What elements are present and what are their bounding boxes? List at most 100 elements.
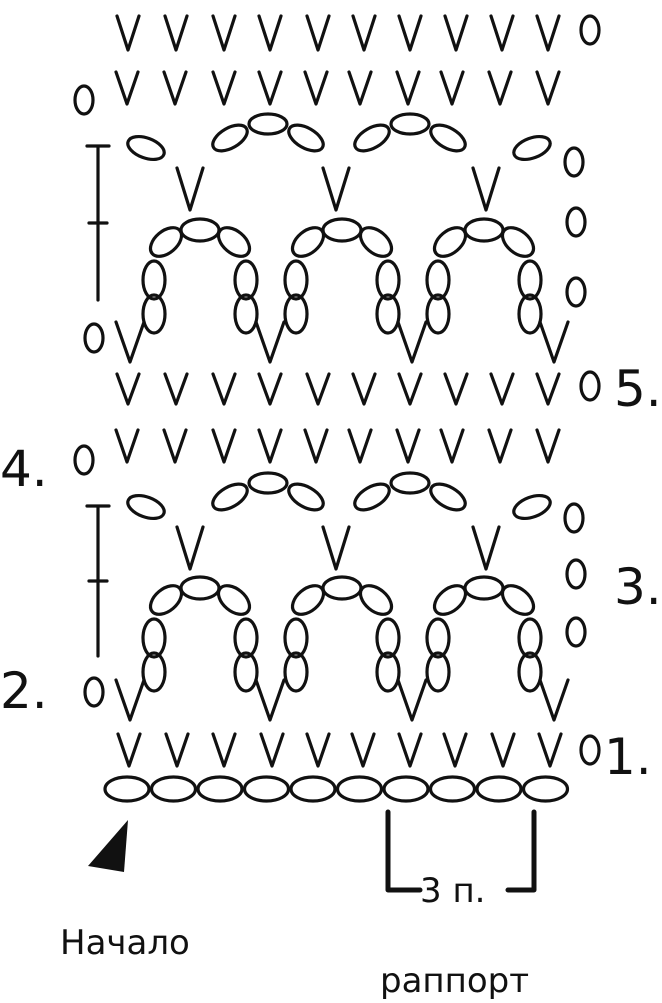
chain-stitch (335, 775, 384, 803)
turning-chain-stitch (579, 14, 601, 46)
single-crochet-stitch (347, 70, 373, 106)
chain-stitch (290, 226, 326, 258)
chain-stitch (425, 651, 451, 693)
row-label-4: 4. (0, 440, 48, 498)
chain-stitch (500, 226, 536, 258)
single-crochet-stitch (489, 372, 515, 406)
single-crochet-stitch (347, 428, 373, 464)
start-label: Начало (60, 923, 190, 963)
single-crochet-stitch (443, 372, 469, 406)
single-crochet-stitch (164, 732, 190, 768)
chain-stitch (429, 123, 467, 153)
turning-chain-stitch (579, 734, 601, 766)
single-crochet-stitch (489, 14, 515, 52)
chain-stitch (358, 226, 394, 258)
chain-stitch (517, 617, 543, 659)
chain-stitch (500, 584, 536, 616)
single-crochet-stitch (211, 428, 237, 464)
chain-stitch (247, 471, 289, 495)
single-crochet-stitch (114, 70, 140, 106)
turning-chain-stitch (73, 84, 95, 116)
start-arrow-icon (88, 820, 128, 872)
single-crochet-stitch (303, 70, 329, 106)
chain-stitch (179, 575, 221, 601)
single-crochet-stitch (443, 14, 469, 52)
chain-stitch (432, 584, 468, 616)
single-crochet-stitch (397, 14, 423, 52)
single-crochet-stitch (535, 70, 561, 106)
chain-stitch (242, 775, 291, 803)
row-label-3: 3. (614, 558, 662, 616)
single-crochet-stitch (439, 428, 465, 464)
chain-stitch (353, 123, 391, 153)
single-crochet-stitch (115, 372, 141, 406)
chain-stitch (216, 584, 252, 616)
single-crochet-stitch (321, 525, 351, 571)
single-crochet-stitch (163, 372, 189, 406)
chain-stitch (463, 217, 505, 243)
chain-stitch (141, 259, 167, 301)
chain-stitch (233, 651, 259, 693)
single-crochet-stitch (537, 732, 563, 768)
single-crochet-stitch (471, 525, 501, 571)
single-crochet-stitch (487, 70, 513, 106)
turning-chain-stitch (73, 444, 95, 476)
chain-stitch (321, 217, 363, 243)
turning-chain-stitch (565, 558, 587, 590)
chain-stitch (287, 482, 325, 512)
single-crochet-stitch (305, 732, 331, 768)
turning-chain-stitch (565, 616, 587, 648)
chain-stitch (216, 226, 252, 258)
single-crochet-stitch (535, 372, 561, 406)
single-crochet-stitch (114, 428, 140, 464)
chart-symbols (73, 14, 601, 803)
chain-stitch (517, 651, 543, 693)
single-crochet-stitch (116, 732, 142, 768)
chain-stitch (512, 493, 552, 521)
single-crochet-stitch (305, 14, 331, 52)
chain-stitch (247, 112, 289, 136)
chain-stitch (512, 134, 552, 162)
chain-stitch (432, 226, 468, 258)
single-crochet-stitch (351, 14, 377, 52)
single-crochet-stitch (114, 320, 146, 364)
chain-stitch (517, 293, 543, 335)
chain-stitch (141, 651, 167, 693)
single-crochet-stitch (396, 320, 428, 364)
single-crochet-stitch (257, 428, 283, 464)
repeat-label-text: раппорт (380, 961, 529, 1001)
single-crochet-stitch (175, 166, 205, 212)
single-crochet-stitch (396, 678, 428, 722)
row-label-1: 1. (604, 728, 652, 786)
chain-stitch (196, 775, 244, 803)
chain-stitch (375, 293, 401, 335)
chain-stitch (517, 259, 543, 301)
single-crochet-stitch (442, 732, 468, 768)
chain-stitch (283, 293, 309, 335)
single-crochet-stitch (211, 732, 237, 768)
single-crochet-stitch (114, 678, 146, 722)
single-crochet-stitch (397, 732, 423, 768)
single-crochet-stitch (175, 525, 205, 571)
chain-stitch (463, 575, 505, 601)
chain-stitch (375, 617, 401, 659)
chain-stitch (141, 617, 167, 659)
chain-stitch (428, 775, 477, 803)
chain-stitch (103, 775, 151, 803)
chain-stitch (233, 259, 259, 301)
chain-stitch (382, 775, 430, 803)
single-crochet-stitch (487, 428, 513, 464)
chain-stitch (211, 123, 249, 153)
chain-stitch (389, 471, 431, 495)
chain-stitch (425, 293, 451, 335)
single-crochet-stitch (538, 678, 570, 722)
turning-chain-stitch (563, 146, 585, 178)
turning-chain-stitch (563, 502, 585, 534)
chain-stitch (389, 112, 431, 136)
single-crochet-stitch (162, 428, 188, 464)
single-crochet-stitch (259, 732, 285, 768)
single-crochet-stitch (351, 372, 377, 406)
chain-stitch (126, 493, 166, 521)
single-crochet-stitch (350, 732, 376, 768)
